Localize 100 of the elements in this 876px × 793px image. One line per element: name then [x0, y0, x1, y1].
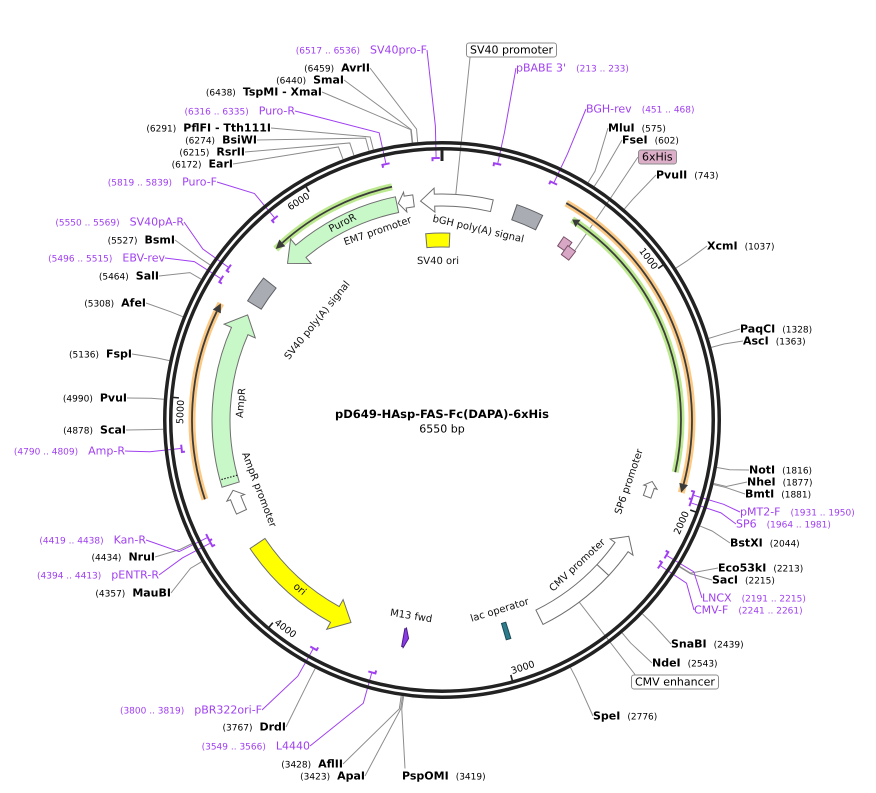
leader-line: [170, 561, 202, 594]
feature-block: [425, 232, 450, 248]
scale-label: 3000: [510, 659, 536, 678]
restriction-site-label: (6440) SmaI: [276, 72, 344, 88]
primer-label: pBABE 3' (213 .. 233): [516, 60, 629, 76]
primer-mark: [657, 560, 663, 570]
restriction-site-label: (3428) AflII: [281, 756, 343, 772]
leader-line: [676, 246, 708, 269]
restriction-site-label: PvuII (743): [656, 168, 718, 182]
leader-line: [232, 146, 344, 164]
primer-mark: [664, 550, 670, 559]
restriction-site-label: PaqCI (1328): [740, 322, 812, 336]
restriction-site-label: BstXI (2044): [730, 536, 800, 550]
primer-mark: [226, 264, 232, 274]
restriction-site-label: (6291) PflFI - Tth111I: [146, 120, 271, 136]
primer-mark: [180, 444, 186, 453]
leader-line: [708, 328, 740, 339]
leader-line: [174, 240, 211, 266]
directional-feature: [226, 490, 247, 515]
leader-line: [622, 632, 652, 664]
primer-label: (3800 .. 3819) pBR322ori-F: [120, 702, 262, 718]
leader-line: [216, 182, 275, 218]
primer-mark: [381, 162, 390, 168]
leader-line: [554, 108, 586, 183]
primer-label: (4394 .. 4413) pENTR-R: [37, 568, 159, 582]
restriction-site-label: (5136) FspI: [69, 346, 132, 362]
feature-callout: 6xHis: [638, 150, 677, 164]
leader-line: [310, 672, 372, 746]
feature-callout: CMV enhancer: [631, 674, 719, 690]
leader-line: [286, 668, 316, 728]
feature-block: [560, 245, 576, 261]
leader-line: [344, 80, 414, 144]
leader-line: [146, 302, 184, 318]
leader-line: [455, 57, 470, 195]
primer-label: (4790 .. 4809) Amp-R: [14, 444, 125, 458]
primer-mark: [218, 275, 224, 284]
leader-line: [426, 50, 437, 158]
leader-line: [184, 222, 229, 268]
leader-line: [594, 140, 622, 187]
restriction-site-label: (5308) AfeI: [84, 296, 146, 310]
plasmid-size: 6550 bp: [419, 422, 465, 436]
restriction-site-label: BmtI (1881): [745, 486, 812, 502]
restriction-site-label: (3767) DrdI: [222, 720, 286, 734]
restriction-site-label: SacI (2215): [712, 572, 775, 588]
primer-label: LNCX (2191 .. 2215): [702, 590, 806, 606]
feature-label: ori: [290, 581, 308, 599]
restriction-site-label: AscI (1363): [743, 334, 806, 348]
leader-line: [256, 138, 370, 152]
leader-line: [126, 428, 164, 430]
restriction-site-label: (6172) EarI: [172, 156, 233, 172]
feature-label: M13 fwd: [389, 608, 433, 626]
leader-line: [132, 354, 170, 362]
primer-mark: [688, 497, 693, 507]
restriction-site-label: PspOMI (3419): [402, 768, 486, 784]
primer-label: (5550 .. 5569) SV40pA-R: [55, 214, 184, 230]
primer-mark: [690, 490, 696, 499]
leader-line: [712, 484, 746, 494]
leader-line: [588, 128, 608, 183]
feature-block: [501, 622, 512, 640]
directional-feature: [401, 626, 410, 649]
feature-callout: SV40 promoter: [466, 42, 558, 58]
scale-label: 2000: [672, 510, 692, 537]
restriction-site-label: FseI (602): [622, 132, 679, 148]
leader-line: [578, 602, 636, 675]
restriction-site-label: SpeI (2776): [593, 708, 658, 724]
leader-line: [322, 92, 413, 144]
leader-line: [401, 696, 406, 769]
leader-line: [158, 542, 210, 576]
leader-line: [244, 142, 354, 156]
plasmid-name: pD649-HAsp-FAS-Fc(DAPA)-6xHis: [335, 407, 549, 421]
leader-line: [270, 128, 374, 150]
restriction-site-label: Eco53kI (2213): [718, 560, 804, 576]
primer-mark: [431, 157, 440, 162]
leader-line: [126, 398, 164, 400]
leader-line: [497, 68, 516, 164]
primer-mark: [310, 646, 319, 652]
leader-line: [710, 340, 744, 348]
restriction-site-label: (6438) TspMI - XmaI: [206, 84, 322, 100]
leader-line: [666, 555, 702, 598]
primer-mark: [492, 162, 502, 166]
leader-line: [691, 502, 736, 524]
leader-line: [713, 482, 748, 487]
primer-label: CMV-F (2241 .. 2261): [694, 602, 803, 618]
restriction-site-label: (4878) ScaI: [63, 422, 126, 438]
primer-label: BGH-rev (451 .. 468): [586, 102, 695, 116]
feature-label: AmpR: [234, 388, 250, 418]
leader-line: [158, 272, 202, 280]
primer-label: pMT2-F (1931 .. 1950): [740, 504, 855, 520]
primer-label: (5496 .. 5515) EBV-rev: [48, 250, 165, 266]
restriction-site-label: MluI (575): [608, 120, 666, 136]
feature-label: bGH poly(A) signal: [431, 214, 525, 246]
leader-line: [364, 696, 403, 776]
restriction-site-label: (3423) ApaI: [300, 768, 365, 784]
restriction-site-label: (4357) MauBI: [95, 586, 171, 600]
scale-label: 5000: [175, 399, 188, 424]
leader-line: [124, 448, 182, 452]
leader-line: [294, 110, 386, 164]
leader-line: [716, 467, 750, 470]
primer-label: (6316 .. 6335) Puro-R: [184, 104, 295, 118]
feature-label: SV40 ori: [416, 256, 460, 268]
